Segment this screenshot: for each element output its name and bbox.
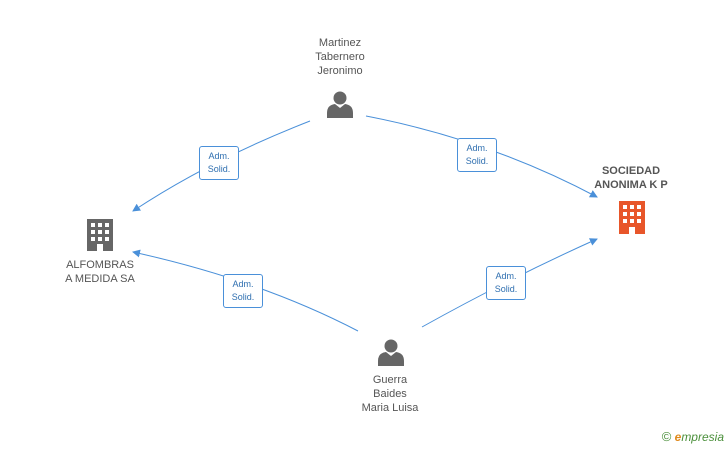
node-label-line: Guerra xyxy=(372,374,408,386)
node-label-martinez[interactable]: Martinez Tabernero Jeronimo xyxy=(290,36,390,78)
brand-logo-e: e xyxy=(674,430,682,444)
node-label-line: A MEDIDA SA xyxy=(65,273,135,285)
node-label-line: ANONIMA K P xyxy=(594,179,668,191)
building-icon xyxy=(87,219,113,251)
edge-label-line: Solid. xyxy=(465,156,489,166)
node-label-line: Baides xyxy=(373,388,407,400)
edge-label-guerra-alfombras[interactable]: Adm. Solid. xyxy=(223,274,263,308)
node-label-line: Jeronimo xyxy=(317,65,363,77)
edge-label-guerra-sociedad[interactable]: Adm. Solid. xyxy=(486,266,526,300)
brand-logo-text: mpresia xyxy=(681,430,724,444)
node-label-sociedad[interactable]: SOCIEDAD ANONIMA K P xyxy=(576,164,686,192)
edge-label-line: Adm. xyxy=(208,151,230,161)
edge-label-martinez-alfombras[interactable]: Adm. Solid. xyxy=(199,146,239,180)
person-icon xyxy=(327,91,353,118)
edge-label-martinez-sociedad[interactable]: Adm. Solid. xyxy=(457,138,497,172)
copyright-symbol: © xyxy=(661,429,672,444)
brand-logo: © empresia xyxy=(662,429,724,444)
edge-label-line: Solid. xyxy=(494,284,518,294)
edge-label-line: Adm. xyxy=(466,143,488,153)
node-label-line: SOCIEDAD xyxy=(601,165,661,177)
edge-label-line: Adm. xyxy=(232,279,254,289)
node-label-line: Maria Luisa xyxy=(361,402,419,414)
node-label-line: Tabernero xyxy=(315,51,365,63)
node-label-line: ALFOMBRAS xyxy=(66,259,134,271)
person-icon xyxy=(378,339,404,366)
node-label-guerra[interactable]: Guerra Baides Maria Luisa xyxy=(340,373,440,415)
edge-label-line: Adm. xyxy=(495,271,517,281)
edge-label-line: Solid. xyxy=(231,292,255,302)
edge-label-line: Solid. xyxy=(207,164,231,174)
building-icon xyxy=(619,201,645,234)
node-label-alfombras[interactable]: ALFOMBRAS A MEDIDA SA xyxy=(45,258,155,286)
node-label-line: Martinez xyxy=(318,37,362,49)
